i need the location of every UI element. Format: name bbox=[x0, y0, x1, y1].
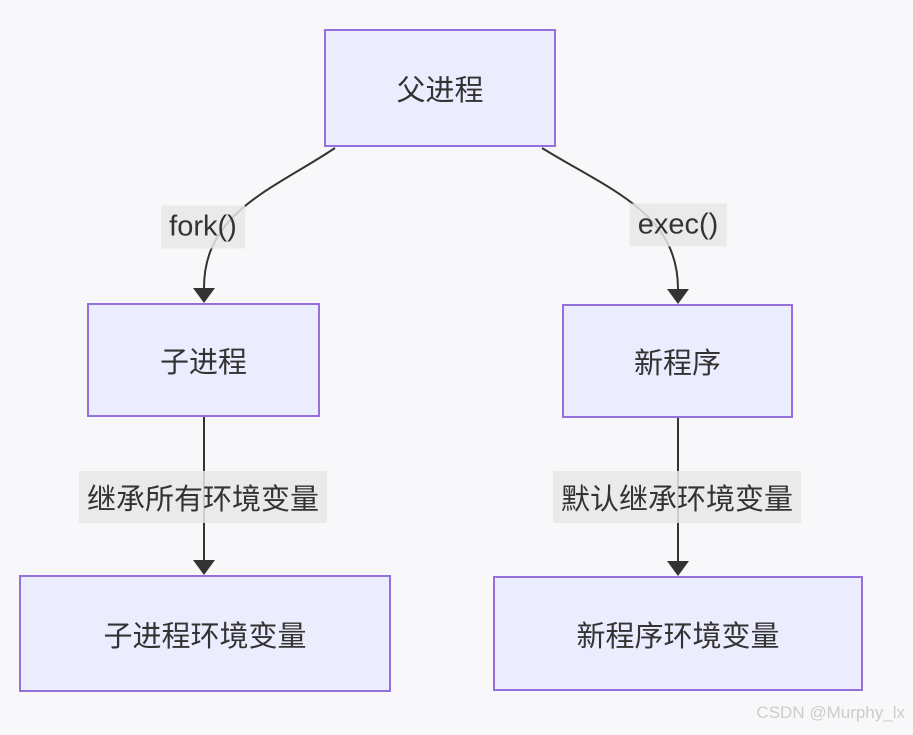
node-child-env-vars: 子进程环境变量 bbox=[19, 575, 391, 692]
arrowhead-newprog bbox=[667, 289, 689, 304]
csdn-watermark: CSDN @Murphy_lx bbox=[756, 703, 905, 722]
arrowhead-newenv bbox=[667, 561, 689, 576]
node-child-env-vars-label: 子进程环境变量 bbox=[103, 620, 307, 653]
edge-label-exec: exec() bbox=[629, 203, 727, 247]
arrowhead-childenv bbox=[193, 560, 215, 575]
edge-label-inherit-all-env-vars: 继承所有环境变量 bbox=[78, 471, 328, 523]
node-child-process: 子进程 bbox=[87, 303, 320, 417]
node-new-program-env-vars-label: 新程序环境变量 bbox=[576, 620, 780, 653]
node-new-program-label: 新程序 bbox=[633, 348, 721, 380]
edge-parent-to-child bbox=[203, 147, 336, 289]
node-new-program: 新程序 bbox=[562, 304, 793, 418]
arrowhead-child bbox=[193, 288, 215, 303]
node-parent-process: 父进程 bbox=[324, 29, 556, 147]
edge-label-fork: fork() bbox=[161, 205, 245, 249]
edge-label-default-inherit-env-vars: 默认继承环境变量 bbox=[552, 471, 802, 523]
node-new-program-env-vars: 新程序环境变量 bbox=[493, 576, 863, 691]
node-child-process-label: 子进程 bbox=[159, 347, 247, 379]
node-parent-process-label: 父进程 bbox=[396, 75, 484, 107]
